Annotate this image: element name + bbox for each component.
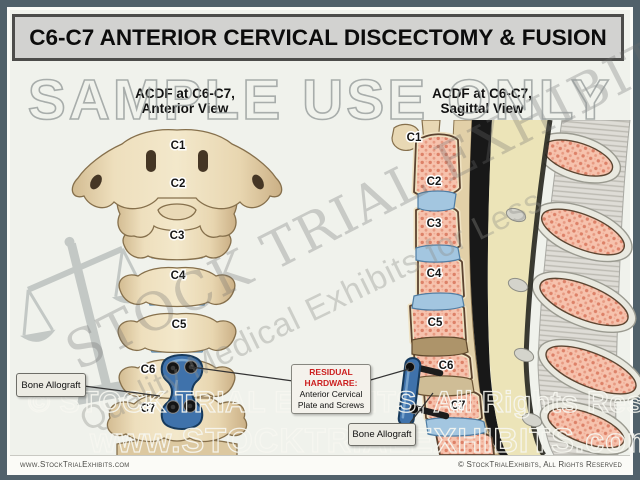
anterior-label-c2: C2 <box>171 178 186 190</box>
anterior-heading-line2: Anterior View <box>141 101 229 116</box>
sagittal-heading-line2: Sagittal View <box>440 101 524 116</box>
exhibit-title: C6-C7 ANTERIOR CERVICAL DISCECTOMY & FUS… <box>29 24 607 50</box>
residual-hardware-title-line1: RESIDUAL <box>309 367 353 377</box>
sagittal-discs <box>411 190 487 437</box>
sagittal-view-heading: ACDF at C6-C7, Sagittal View <box>397 86 567 116</box>
plate-screws <box>166 360 198 414</box>
residual-hardware-desc-line2: Plate and Screws <box>297 400 365 410</box>
anterior-label-c7: C7 <box>141 403 156 415</box>
footer-bar: www.StockTrialExhibits.com © StockTrialE… <box>10 455 630 472</box>
sagittal-label-c7: C7 <box>451 400 466 412</box>
bone-allograft-callout-left: Bone Allograft <box>16 373 86 397</box>
sagittal-label-c5: C5 <box>428 317 443 329</box>
footer-copyright: © StockTrialExhibits, All Rights Reserve… <box>457 459 622 469</box>
exhibit-page: C6-C7 ANTERIOR CERVICAL DISCECTOMY & FUS… <box>7 0 640 475</box>
sagittal-heading-line1: ACDF at C6-C7, <box>432 86 532 101</box>
anterior-vertebra-labels: C1 C2 C3 C4 C5 C6 C7 <box>139 139 188 417</box>
sagittal-label-c2: C2 <box>427 176 442 188</box>
residual-hardware-title-line2: HARDWARE: <box>304 378 358 388</box>
anterior-label-c3: C3 <box>170 230 185 242</box>
sagittal-label-c4: C4 <box>427 268 442 280</box>
bone-allograft-right-label: Bone Allograft <box>352 429 412 440</box>
sagittal-label-c6: C6 <box>439 360 454 372</box>
bone-allograft-left-label: Bone Allograft <box>21 379 81 391</box>
anterior-spine-illustration: C1 C2 C3 C4 C5 C6 C7 <box>71 128 283 457</box>
anterior-label-c5: C5 <box>172 319 187 331</box>
anterior-heading-line1: ACDF at C6-C7, <box>135 86 235 101</box>
footer-website: www.StockTrialExhibits.com <box>20 459 130 469</box>
sagittal-vertebra-labels: C1 C2 C3 C4 C5 C6 C7 <box>405 131 467 414</box>
spinous-processes <box>531 132 640 455</box>
facet-joints <box>505 207 543 428</box>
residual-hardware-callout: RESIDUAL HARDWARE: Anterior Cervical Pla… <box>291 364 371 414</box>
sagittal-spine-illustration: C1 C2 C3 C4 C5 C6 C7 <box>391 120 640 455</box>
sagittal-label-c3: C3 <box>427 218 442 230</box>
bone-allograft-callout-right: Bone Allograft <box>348 423 416 446</box>
anterior-label-c1: C1 <box>171 140 186 152</box>
exhibit-content: C6-C7 ANTERIOR CERVICAL DISCECTOMY & FUS… <box>10 0 640 472</box>
anterior-label-c4: C4 <box>171 270 186 282</box>
anterior-label-c6: C6 <box>141 364 156 376</box>
residual-hardware-desc-line1: Anterior Cervical <box>299 389 363 399</box>
sagittal-label-c1: C1 <box>407 132 422 144</box>
anterior-view-heading: ACDF at C6-C7, Anterior View <box>100 86 270 116</box>
bone-allograft-sagittal <box>415 375 475 397</box>
exhibit-title-bar: C6-C7 ANTERIOR CERVICAL DISCECTOMY & FUS… <box>12 14 624 61</box>
